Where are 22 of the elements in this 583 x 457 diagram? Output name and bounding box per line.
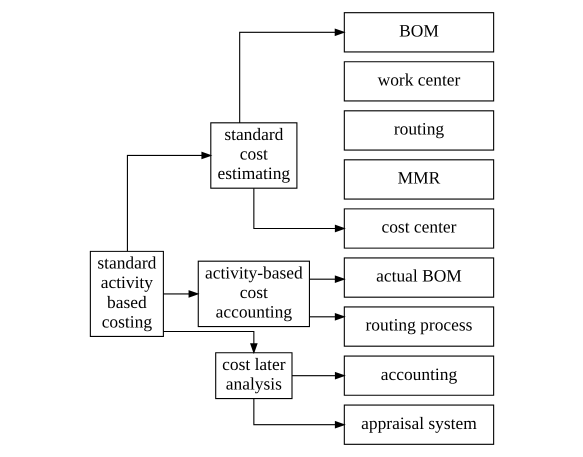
node-box: routing process bbox=[343, 306, 494, 347]
node-box: activity-based cost accounting bbox=[197, 260, 310, 328]
arrow bbox=[309, 275, 346, 283]
node-box: cost later analysis bbox=[214, 352, 292, 400]
node-box: accounting bbox=[343, 355, 494, 396]
node-box: standard cost estimating bbox=[210, 122, 297, 189]
node-box: standard activity based costing bbox=[89, 250, 164, 337]
node-box: MMR bbox=[343, 159, 494, 200]
arrow bbox=[252, 188, 346, 232]
node-box: cost center bbox=[343, 208, 494, 249]
node-box: appraisal system bbox=[343, 404, 494, 445]
node-box: work center bbox=[343, 61, 494, 102]
node-box: BOM bbox=[343, 12, 494, 52]
node-box: routing bbox=[343, 110, 494, 151]
arrow bbox=[163, 330, 258, 354]
node-box: actual BOM bbox=[343, 257, 494, 298]
arrow bbox=[126, 152, 212, 252]
arrow bbox=[238, 28, 346, 122]
arrow bbox=[252, 398, 346, 428]
arrow bbox=[292, 372, 346, 380]
arrow bbox=[309, 312, 346, 321]
arrow bbox=[163, 290, 199, 298]
